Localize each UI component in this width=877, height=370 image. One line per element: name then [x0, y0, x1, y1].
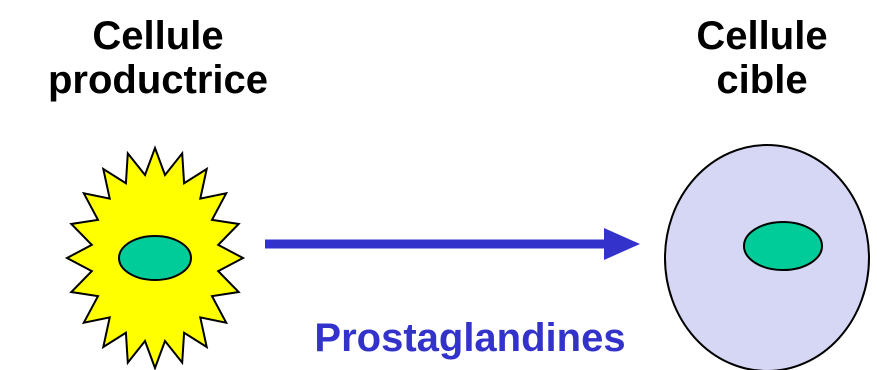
producer-cell-nucleus: [118, 235, 192, 281]
target-cell-nucleus: [743, 221, 823, 271]
producer-cell-label: Cellule productrice: [8, 14, 308, 102]
target-cell-label-line2: cible: [716, 58, 808, 102]
arrow-head: [604, 228, 640, 260]
target-cell-label-line1: Cellule: [696, 14, 828, 58]
producer-cell-label-line1: Cellule: [92, 14, 224, 58]
target-cell-label: Cellule cible: [662, 14, 862, 102]
producer-cell-label-line2: productrice: [47, 58, 269, 102]
prostaglandines-label: Prostaglandines: [314, 316, 626, 360]
